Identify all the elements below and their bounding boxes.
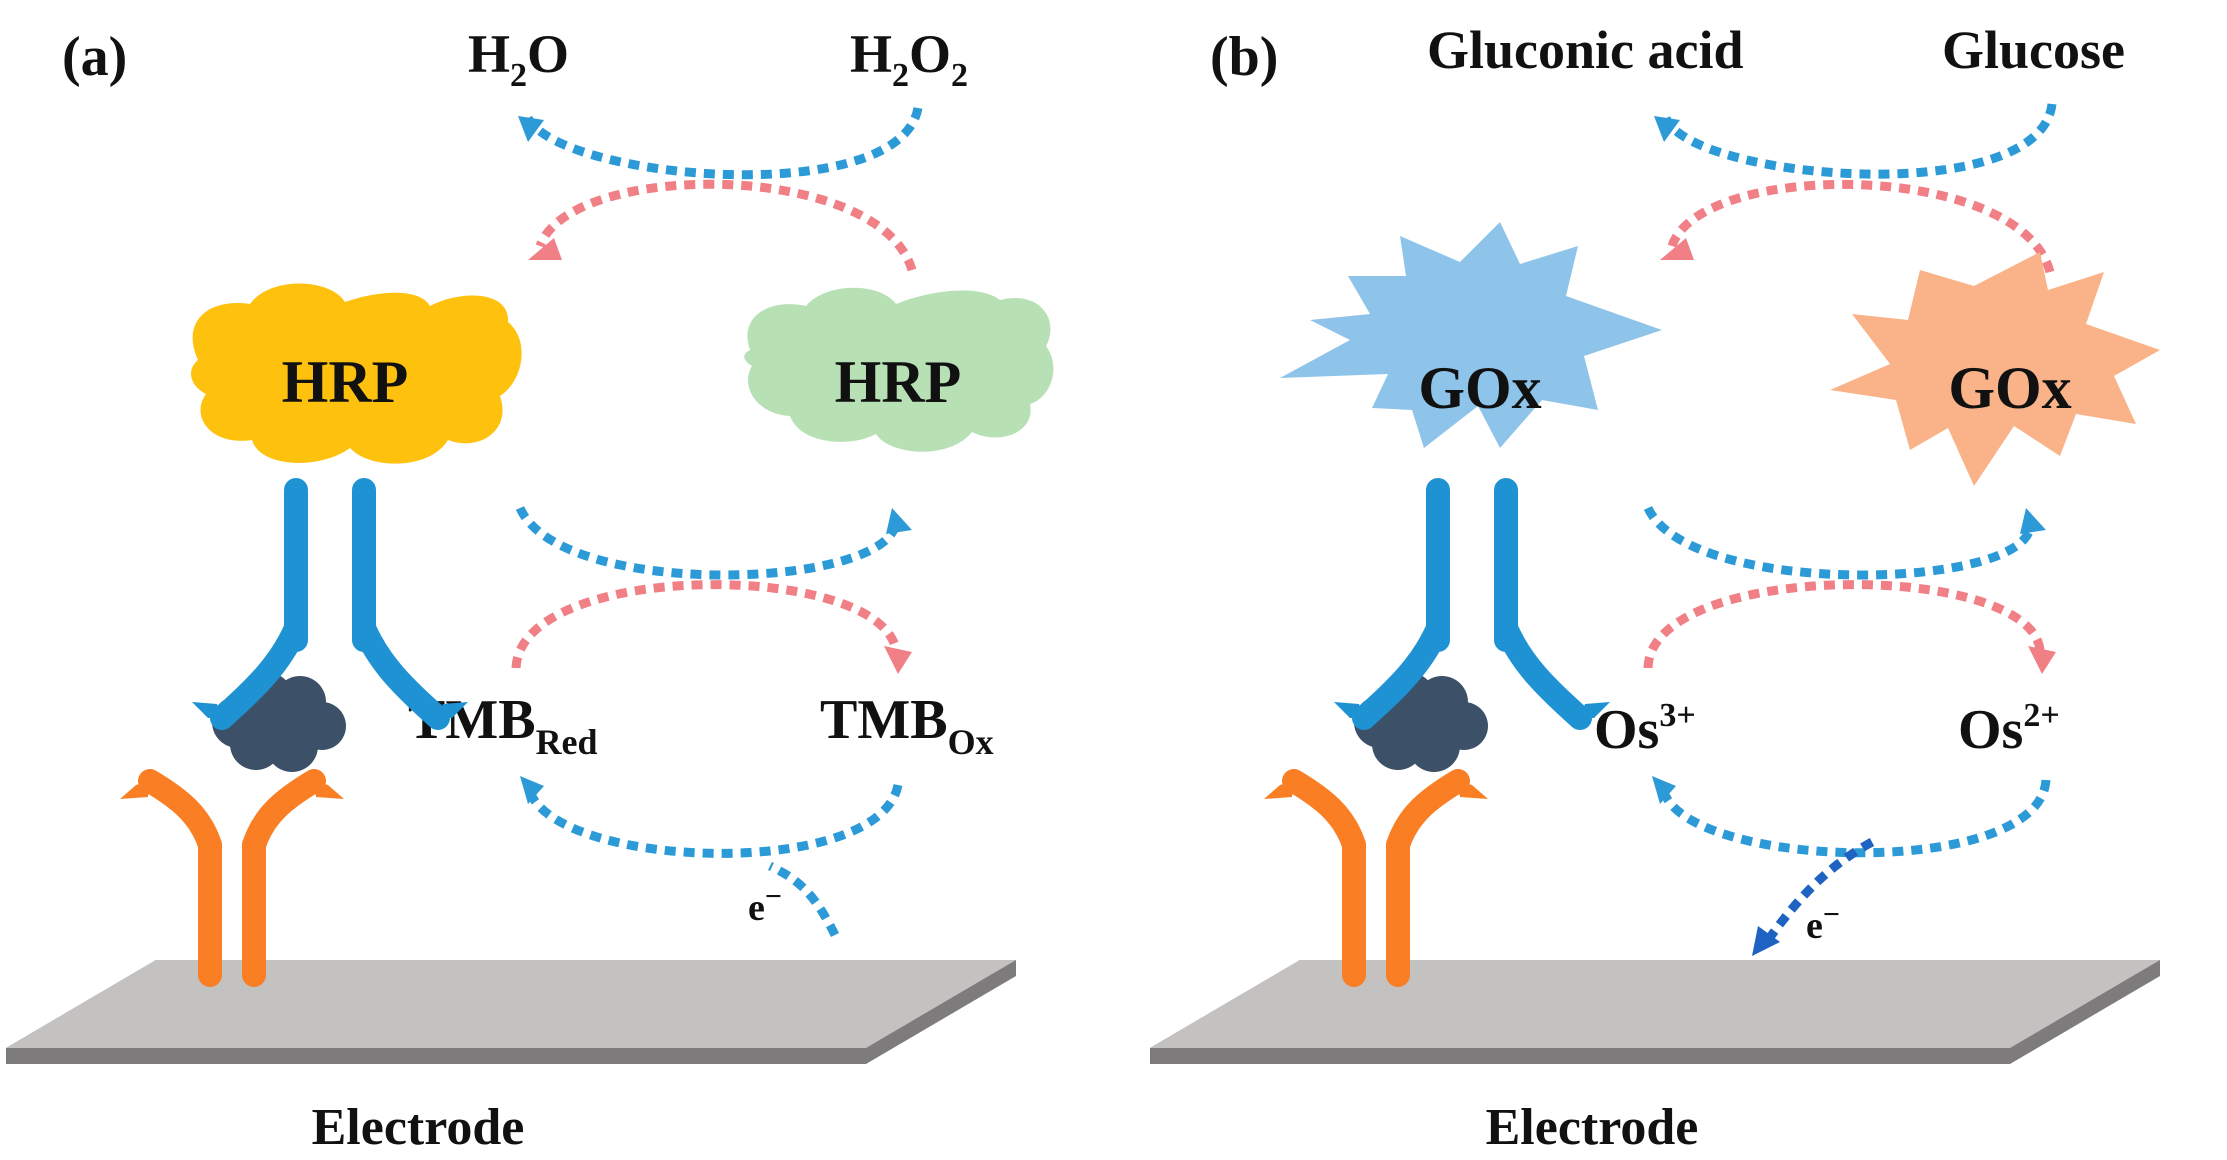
- h2o-label: H2O: [468, 24, 569, 94]
- electrode-label-b: Electrode: [1486, 1099, 1699, 1156]
- arrow-gox-reduction: [1643, 505, 2035, 580]
- h2o2-label: H2O2: [850, 24, 968, 94]
- arrow-head-h2o: [518, 116, 544, 142]
- detection-antibody-b: [1334, 490, 1610, 718]
- arrow-os-regeneration: [1659, 779, 2051, 858]
- electron-label-a: e−: [748, 880, 782, 929]
- arrow-head-os3: [1652, 776, 1676, 804]
- arrow-gox-regeneration: [1667, 179, 2055, 274]
- capture-antibody-b: [1264, 781, 1488, 975]
- arrow-head-hrp-reduced: [528, 238, 562, 260]
- gox-reduced-enzyme: GOx: [1830, 252, 2160, 486]
- arrow-head-gox-reduced: [2020, 508, 2046, 534]
- arrow-head-hrp-inactive: [886, 508, 912, 534]
- tmb-ox-label: TMBOx: [820, 689, 994, 762]
- arrow-head-gox-oxidized: [1660, 238, 1694, 260]
- arrow-head-electrode-b: [1752, 926, 1780, 956]
- os2-label: Os2+: [1958, 697, 2060, 761]
- gox-reduced-label: GOx: [1948, 355, 2071, 421]
- capture-antibody-a: [120, 781, 344, 975]
- hrp-active-enzyme: HRP: [191, 283, 522, 464]
- arrow-tmb-regeneration: [525, 783, 903, 858]
- arrow-head-os2: [2028, 646, 2056, 674]
- gox-oxidized-label: GOx: [1418, 355, 1541, 421]
- hrp-inactive-enzyme: HRP: [744, 287, 1054, 452]
- panel-b-label: (b): [1210, 26, 1278, 88]
- panel-a: (a) H2O H2O2 HRP HRP TMBRed TMBOx e−: [6, 24, 1054, 1156]
- arrow-h2o2-to-h2o: [524, 106, 923, 180]
- hrp-inactive-label: HRP: [835, 349, 962, 415]
- arrow-tmb-oxidation: [511, 580, 901, 669]
- hrp-active-label: HRP: [282, 349, 409, 415]
- os3-label: Os3+: [1594, 697, 1696, 761]
- panel-a-label: (a): [62, 26, 127, 88]
- detection-antibody-a: [192, 490, 468, 718]
- electrode-label-a: Electrode: [312, 1099, 525, 1156]
- arrow-head-tmb-ox: [884, 646, 912, 674]
- arrow-hrp-oxidation: [515, 505, 901, 580]
- gox-oxidized-enzyme: GOx: [1280, 222, 1662, 448]
- electron-label-b: e−: [1806, 898, 1840, 947]
- arrow-head-tmb-red: [520, 776, 544, 804]
- arrow-os-reduction: [1643, 580, 2045, 669]
- gluconic-acid-label: Gluconic acid: [1427, 20, 1744, 80]
- arrow-electron-transfer-b: [1764, 838, 1875, 943]
- arrow-hrp-regeneration: [535, 179, 917, 272]
- panel-b: (b) Gluconic acid Glucose GOx GOx Os3+ O…: [1150, 20, 2160, 1156]
- electrode-b: [1150, 960, 2160, 1064]
- arrow-head-gluconic: [1654, 116, 1680, 142]
- arrow-glucose-to-gluconic: [1661, 103, 2057, 179]
- electrode-a: [6, 960, 1016, 1064]
- glucose-label: Glucose: [1942, 20, 2125, 80]
